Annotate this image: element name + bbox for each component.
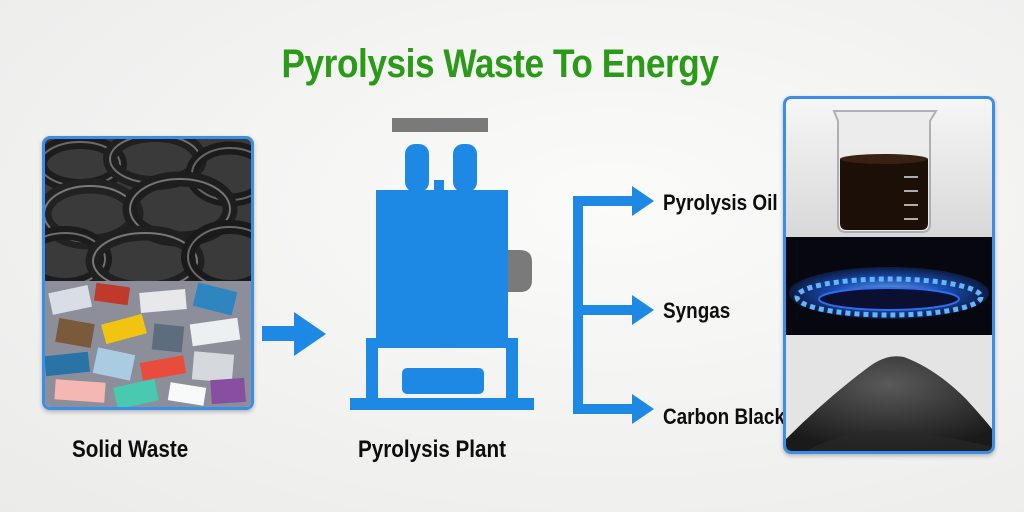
- solid-waste-image: [45, 139, 251, 407]
- arrow-head-carbon: [632, 394, 654, 424]
- stage-label-pyrolysis-plant: Pyrolysis Plant: [358, 436, 506, 463]
- arrow-head-syngas: [632, 295, 654, 325]
- output-label-pyrolysis-oil: Pyrolysis Oil: [663, 190, 778, 215]
- plastic-waste-image: [45, 282, 246, 407]
- plant-center-stub: [434, 180, 444, 192]
- bracket-branch-carbon: [573, 404, 635, 414]
- plant-top-bar: [392, 118, 488, 132]
- plant-side-knob: [505, 250, 532, 292]
- input-arrow: [262, 312, 326, 356]
- carbon-black-image: [786, 356, 992, 451]
- output-label-syngas: Syngas: [663, 298, 731, 323]
- gas-flame-image: [789, 267, 989, 319]
- tires-background: [45, 139, 251, 281]
- plant-furnace-door: [402, 368, 484, 394]
- products-photo: [783, 96, 995, 454]
- plant-base-left-leg: [366, 338, 378, 398]
- output-bracket: [573, 186, 654, 424]
- solid-waste-photo: [42, 136, 254, 410]
- plant-chimney-left: [405, 144, 429, 192]
- stage-label-solid-waste: Solid Waste: [72, 436, 189, 463]
- bracket-branch-oil: [573, 196, 635, 206]
- plant-chimney-right: [453, 144, 477, 192]
- oil-beaker-image: [832, 110, 938, 233]
- plant-base-top: [366, 338, 518, 348]
- bracket-branch-syngas: [583, 305, 635, 315]
- bracket-vertical-line: [573, 196, 583, 414]
- products-image: [786, 99, 992, 451]
- output-label-carbon-black: Carbon Black: [663, 404, 785, 429]
- pyrolysis-plant-icon: [350, 118, 534, 410]
- plant-base-floor: [350, 398, 534, 410]
- arrow-head-oil: [632, 186, 654, 216]
- plant-reactor-body: [376, 190, 508, 338]
- diagram-title: Pyrolysis Waste To Energy: [281, 42, 719, 86]
- plant-base-right-leg: [506, 338, 518, 398]
